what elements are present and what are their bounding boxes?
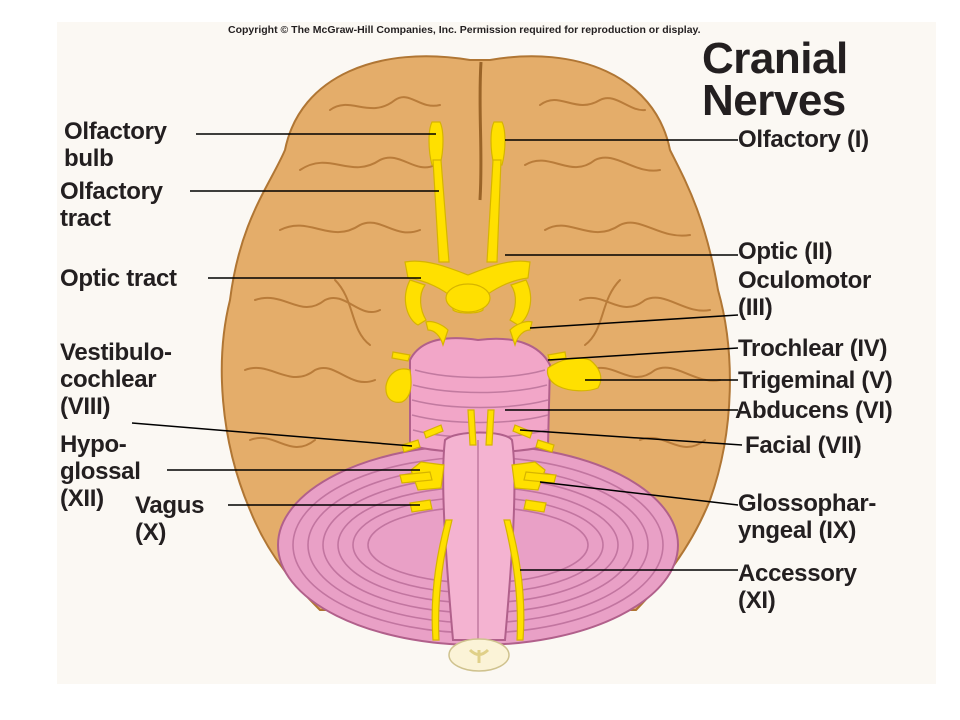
- label-trigeminal-v: Trigeminal (V): [738, 367, 893, 394]
- label-line: glossal: [60, 458, 141, 485]
- label-line: (X): [135, 519, 167, 546]
- accessory-nerve-right: [503, 519, 525, 641]
- label-vagus: Vagus (X): [135, 492, 205, 546]
- label-line: Olfactory: [60, 178, 163, 205]
- label-line: Accessory: [738, 560, 857, 587]
- label-olfactory-tract: Olfactory tract: [60, 178, 163, 232]
- leader-lines: [131, 133, 743, 571]
- label-line: (VIII): [60, 393, 111, 420]
- label-line: yngeal (IX): [738, 517, 857, 544]
- title-line-1: Cranial: [702, 34, 848, 83]
- medulla-oblongata: [442, 431, 516, 641]
- label-abducens-vi: Abducens (VI): [735, 397, 893, 424]
- label-line: (III): [738, 294, 773, 321]
- cerebral-gyri: [244, 96, 721, 448]
- label-glossopharyngeal-ix: Glossophar- yngeal (IX): [738, 490, 876, 544]
- label-trochlear-iv: Trochlear (IV): [738, 335, 888, 362]
- label-line: (XI): [738, 587, 776, 614]
- label-line: Vagus: [135, 492, 205, 519]
- label-oculomotor-iii: Oculomotor (III): [738, 267, 871, 321]
- olfactory-bulb-right: [490, 121, 506, 166]
- label-line: Hypo-: [60, 431, 127, 458]
- label-optic-tract: Optic tract: [60, 265, 177, 292]
- olfactory-tract-left: [432, 159, 450, 263]
- label-line: Vestibulo-: [60, 339, 172, 366]
- label-line: Glossophar-: [738, 490, 877, 517]
- label-line: tract: [60, 205, 111, 232]
- label-line: Olfactory: [64, 118, 167, 145]
- label-line: cochlear: [60, 366, 157, 393]
- label-facial-vii: Facial (VII): [745, 432, 862, 459]
- label-line: Oculomotor: [738, 267, 871, 294]
- label-olfactory-bulb: Olfactory bulb: [64, 118, 167, 172]
- label-accessory-xi: Accessory (XI): [738, 560, 857, 614]
- longitudinal-fissure: [478, 61, 483, 201]
- label-vestibulocochlear: Vestibulo- cochlear (VIII): [60, 339, 172, 420]
- olfactory-bulb-left: [428, 121, 444, 166]
- label-line: bulb: [64, 145, 114, 172]
- label-hypoglossal: Hypo- glossal (XII): [60, 431, 141, 512]
- label-olfactory-i: Olfactory (I): [738, 126, 869, 153]
- label-line: (XII): [60, 485, 104, 512]
- olfactory-tract-right: [486, 159, 502, 263]
- accessory-nerve-left: [431, 519, 453, 641]
- diagram-title: Cranial Nerves: [702, 34, 848, 125]
- cranial-nerves: [385, 121, 602, 641]
- label-optic-ii: Optic (II): [738, 238, 833, 265]
- title-line-2: Nerves: [702, 76, 846, 125]
- copyright-notice: Copyright © The McGraw-Hill Companies, I…: [228, 24, 701, 36]
